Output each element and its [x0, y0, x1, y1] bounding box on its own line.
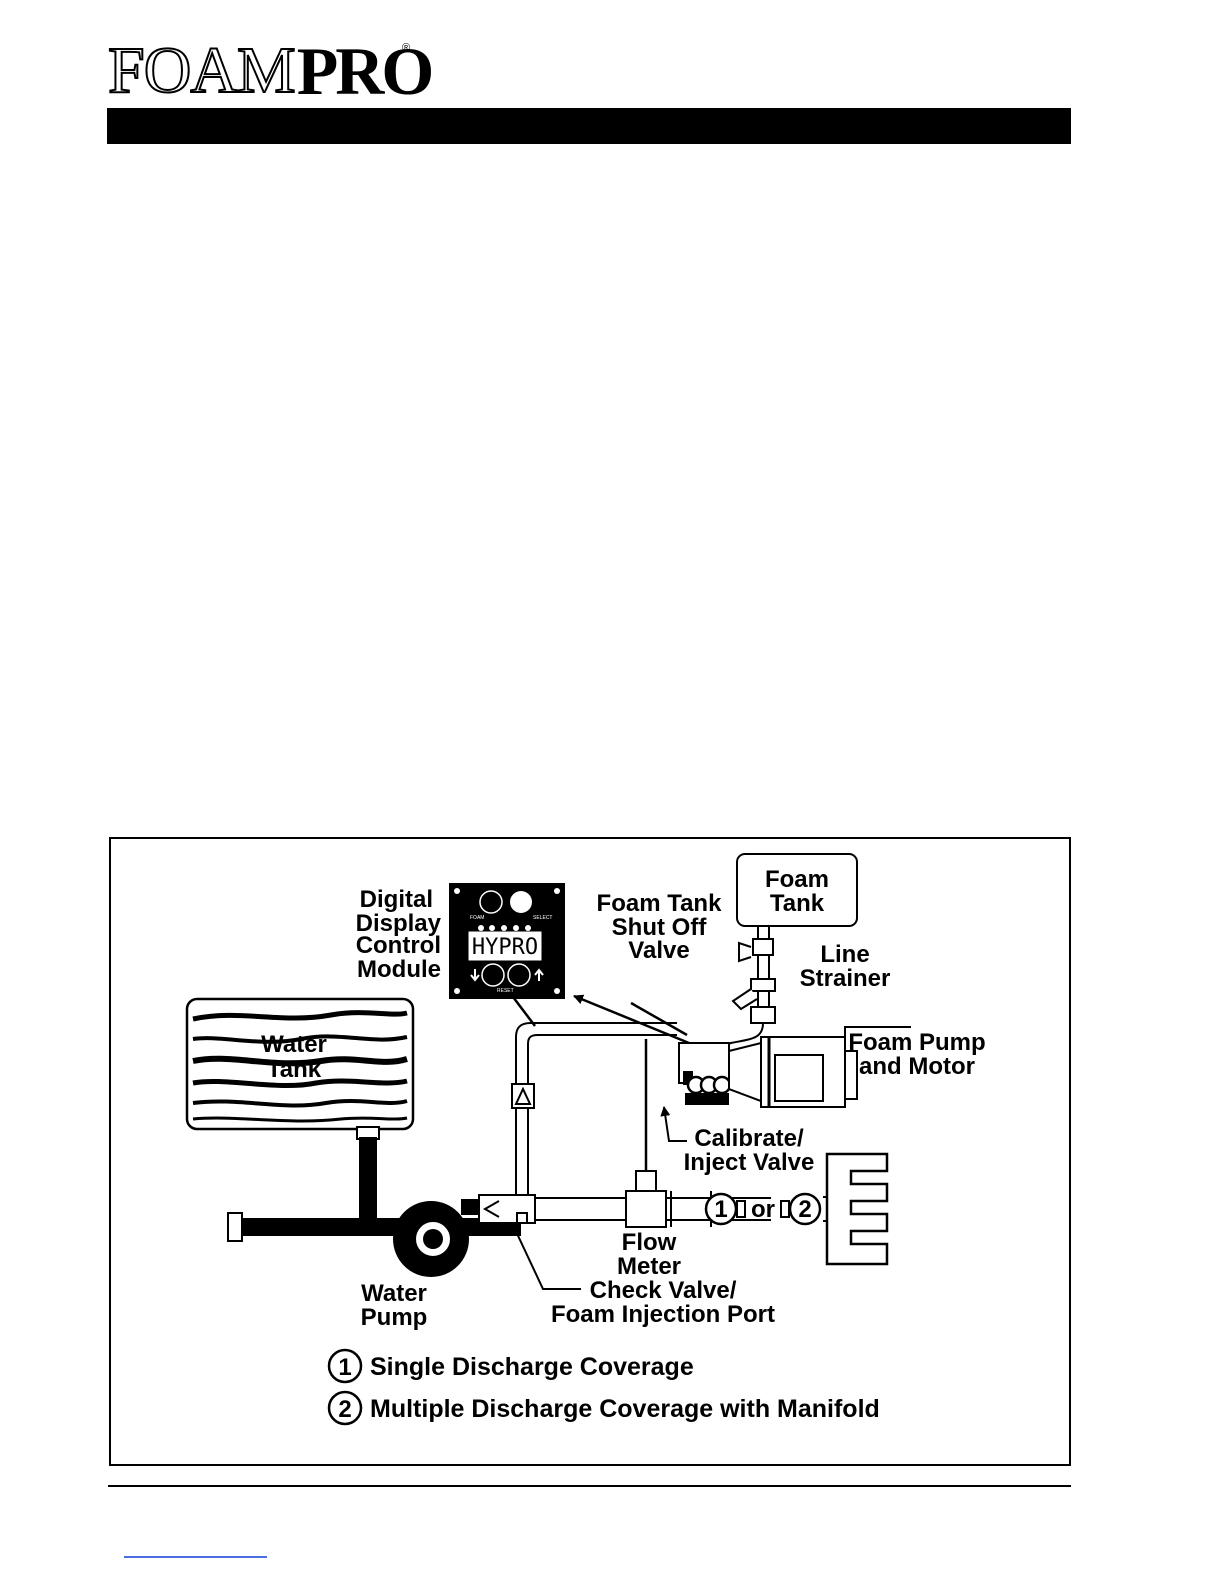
foam-supply-line: [710, 926, 776, 1050]
legend-num-1: 1: [338, 1354, 351, 1381]
foam-pump-label-line1: Foam Pump: [848, 1029, 985, 1056]
display-foam-label: FOAM: [470, 915, 484, 921]
logo-pro-text: PRO: [296, 33, 435, 109]
foam-pump-motor: [678, 1033, 858, 1108]
discharge-num-1: 1: [714, 1196, 727, 1223]
legend: [327, 1348, 363, 1426]
display-label-line1: Digital: [360, 886, 433, 913]
discharge-options: [704, 1152, 889, 1266]
water-pump-label-line2: Pump: [361, 1304, 428, 1331]
flow-meter-label-line2: Meter: [617, 1253, 681, 1280]
diagram-svg: Water Tank Water Pump: [185, 853, 986, 1426]
logo-foam-text: FOAM: [107, 34, 297, 107]
arrow-to-calibrate: [630, 1001, 688, 1037]
display-label-line4: Module: [357, 956, 441, 983]
legend-num-2: 2: [338, 1396, 351, 1423]
foam-tank-label-line2: Tank: [770, 890, 825, 917]
foam-injection-line: [511, 1022, 677, 1224]
line-strainer-label-line2: Strainer: [800, 965, 891, 992]
shutoff-valve-label-line1: Foam Tank: [597, 890, 723, 917]
or-label: or: [751, 1196, 775, 1223]
suction-pipe: [227, 1137, 521, 1242]
display-select-label: SELECT: [533, 915, 552, 921]
water-tank: [185, 997, 415, 1140]
foam-tank: [736, 853, 858, 927]
check-valve-label-line2: Foam Injection Port: [551, 1301, 775, 1328]
calibrate-label-line1: Calibrate/: [694, 1125, 804, 1152]
foam-tank-label-line1: Foam: [765, 866, 829, 893]
header-bar: [107, 108, 1071, 144]
discharge-num-2: 2: [798, 1196, 811, 1223]
water-tank-label-line1: Water: [261, 1031, 327, 1058]
legend-text-1: Single Discharge Coverage: [370, 1353, 694, 1381]
digital-display-module: [449, 883, 565, 999]
calibrate-callout: [660, 1106, 687, 1142]
shutoff-valve-label-line2: Shut Off: [612, 914, 708, 941]
display-label-line2: Display: [356, 910, 442, 937]
water-pump: [393, 1199, 479, 1277]
foampro-logo: FOAM PRO: [107, 33, 435, 109]
foam-pump-label-line2: and Motor: [859, 1053, 975, 1080]
display-label-line3: Control: [356, 932, 441, 959]
check-valve-label-line1: Check Valve/: [590, 1277, 737, 1304]
display-screen-text: HYPRO: [472, 935, 538, 960]
legend-text-2: Multiple Discharge Coverage with Manifol…: [370, 1395, 880, 1423]
footer-link-underline[interactable]: [124, 1556, 267, 1558]
system-diagram: Water Tank Water Pump: [109, 837, 1071, 1466]
line-strainer-label-line1: Line: [820, 941, 869, 968]
footer-rule: [108, 1485, 1071, 1487]
shutoff-valve-label-line3: Valve: [628, 937, 689, 964]
registered-mark: ®: [402, 42, 411, 54]
calibrate-label-line2: Inject Valve: [684, 1149, 815, 1176]
check-valve-callout: [512, 1224, 581, 1290]
arrow-to-display-2: [573, 994, 690, 1045]
display-reset-label: RESET: [497, 988, 514, 994]
water-tank-label-line2: Tank: [267, 1056, 322, 1083]
flow-meter-label-line1: Flow: [622, 1229, 677, 1256]
water-pump-label-line1: Water: [361, 1280, 427, 1307]
